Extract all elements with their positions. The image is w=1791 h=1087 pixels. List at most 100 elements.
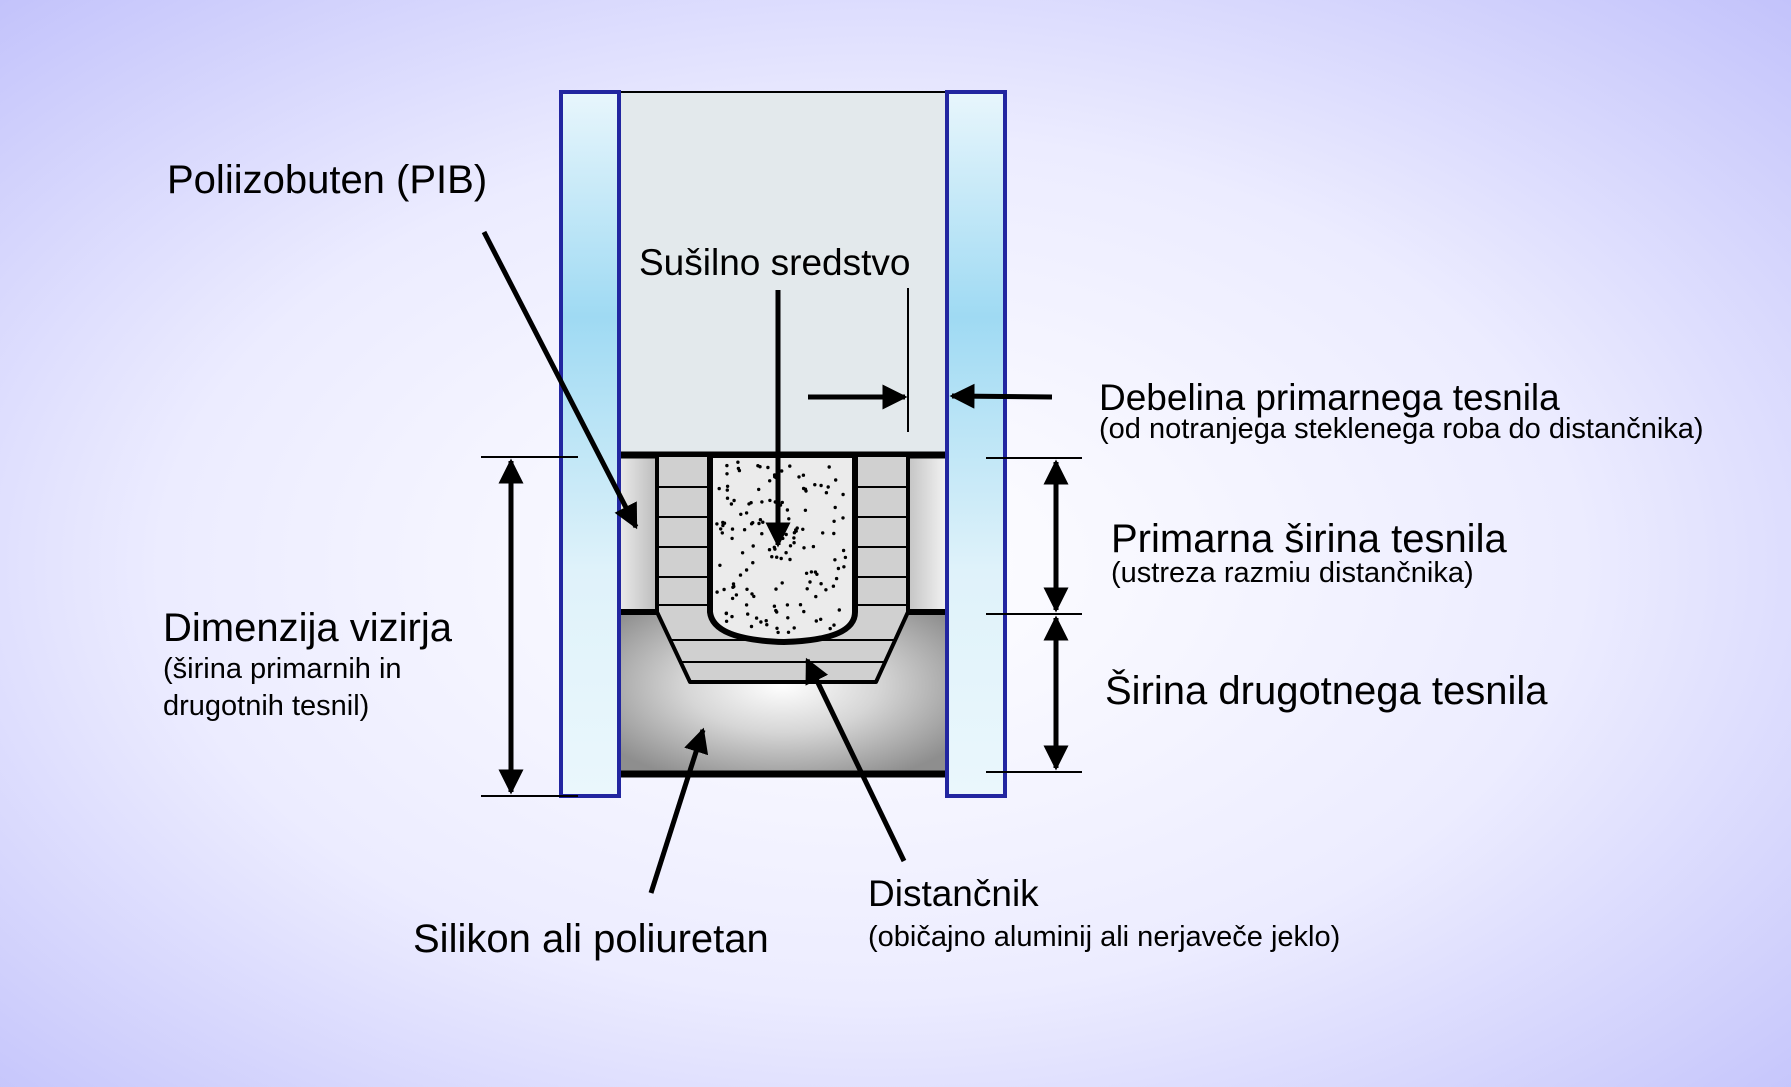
desiccant-granule <box>738 573 743 577</box>
desiccant-granule <box>746 612 750 616</box>
desiccant-granule <box>801 473 806 477</box>
desiccant-granule <box>786 616 790 620</box>
desiccant-granule <box>759 620 763 624</box>
desiccant-granule <box>717 486 721 491</box>
desiccant-granule <box>754 616 759 620</box>
desiccant-granule <box>841 516 845 520</box>
desiccant-granule <box>813 483 817 487</box>
desiccant-granule <box>832 519 836 523</box>
silicone-leader-arrow <box>648 727 709 894</box>
pib-leader-arrow <box>481 230 639 530</box>
desiccant-granule <box>751 521 755 525</box>
desiccant-granule <box>739 512 743 516</box>
desiccant-granule <box>720 531 724 535</box>
desiccant-granule <box>758 518 763 522</box>
desiccant-granule <box>725 463 729 468</box>
desiccant-granule <box>767 548 772 552</box>
desiccant-granule <box>736 466 741 471</box>
desiccant-granule <box>809 570 814 574</box>
desiccant-granule <box>832 623 836 627</box>
desiccant-granule <box>802 609 806 614</box>
desiccant-granule <box>831 584 836 588</box>
desiccant-granule <box>788 544 793 548</box>
desiccant-granule <box>750 592 754 596</box>
desiccant-granule <box>792 536 796 540</box>
desiccant-granule <box>725 484 730 488</box>
primary-width-note: (ustreza razmiu distančnika) <box>1111 557 1474 589</box>
desiccant-granule <box>715 522 719 526</box>
desiccant-granule <box>765 623 769 627</box>
desiccant-granule <box>780 469 784 473</box>
desiccant-granule <box>785 603 790 607</box>
desiccant-granule <box>780 500 784 505</box>
desiccant-granule <box>744 511 749 515</box>
desiccant-granule <box>802 546 806 550</box>
desiccant-granule <box>730 596 735 601</box>
desiccant-granule <box>718 563 722 567</box>
right-dimension-extension-lines <box>986 457 1082 773</box>
desiccant-granule <box>730 614 734 619</box>
sightline-note-line1: (širina primarnih in <box>163 653 402 685</box>
desiccant-granule <box>721 520 725 525</box>
primary-seal-left <box>618 455 656 613</box>
desiccant-granule <box>824 491 829 495</box>
desiccant-granule <box>745 587 749 591</box>
desiccant-granule <box>786 630 791 634</box>
desiccant-granule <box>833 558 837 562</box>
desiccant-granule <box>772 604 777 608</box>
desiccant-granule <box>752 594 756 599</box>
desiccant-granule <box>757 487 761 492</box>
desiccant-granule <box>742 528 747 532</box>
desiccant-granule <box>751 561 755 565</box>
spacer-note: (običajno aluminij ali nerjaveče jeklo) <box>868 921 1340 953</box>
desiccant-granule <box>813 570 818 574</box>
desiccant-granule <box>780 581 784 585</box>
sightline-extension-lines <box>481 456 578 797</box>
desiccant-granule <box>785 508 790 512</box>
silicone-label: Silikon ali poliuretan <box>413 917 769 961</box>
desiccant-granule <box>725 472 729 476</box>
desiccant-granule <box>749 624 754 629</box>
desiccant-granule <box>805 587 809 591</box>
desiccant-granule <box>819 483 823 488</box>
desiccant-granule <box>836 566 841 571</box>
desiccant-granule <box>744 603 749 607</box>
desiccant-granule <box>774 587 778 591</box>
desiccant-granule <box>792 626 796 630</box>
desiccant-granule <box>788 464 792 468</box>
thickness-arrow-right <box>949 383 1053 409</box>
primary-seal-right <box>908 455 946 613</box>
desiccant-granule <box>758 465 762 469</box>
desiccant-granule <box>719 527 723 531</box>
desiccant-granule <box>775 555 779 559</box>
desiccant-granule <box>730 536 734 541</box>
desiccant-granule <box>724 619 729 623</box>
desiccant-granule <box>744 568 749 572</box>
desiccant-granule <box>715 590 719 594</box>
desiccant-granule <box>736 460 740 464</box>
desiccant-label: Sušilno sredstvo <box>639 242 910 283</box>
desiccant-granule <box>784 551 788 555</box>
desiccant-granule <box>788 557 792 562</box>
desiccant-granule <box>760 500 764 504</box>
desiccant-granule <box>775 626 779 630</box>
desiccant-granule <box>819 582 823 586</box>
spacer-leader-arrow <box>804 657 907 863</box>
desiccant-granule <box>724 611 728 616</box>
desiccant-granule <box>837 608 841 612</box>
desiccant-granule <box>814 594 818 599</box>
desiccant-granule <box>721 523 725 528</box>
desiccant-granule <box>761 520 765 524</box>
desiccant-granule <box>814 619 818 623</box>
desiccant-granule <box>819 617 823 621</box>
desiccant-granule <box>722 587 726 592</box>
primary-width-title: Primarna širina tesnila <box>1111 517 1507 561</box>
desiccant-granule <box>751 544 755 548</box>
desiccant-granule <box>842 565 846 569</box>
glass-pane-left <box>559 90 621 798</box>
desiccant-granule <box>827 465 831 469</box>
desiccant-granule <box>801 527 805 531</box>
desiccant-granule <box>781 536 785 541</box>
desiccant-granule <box>843 555 848 560</box>
